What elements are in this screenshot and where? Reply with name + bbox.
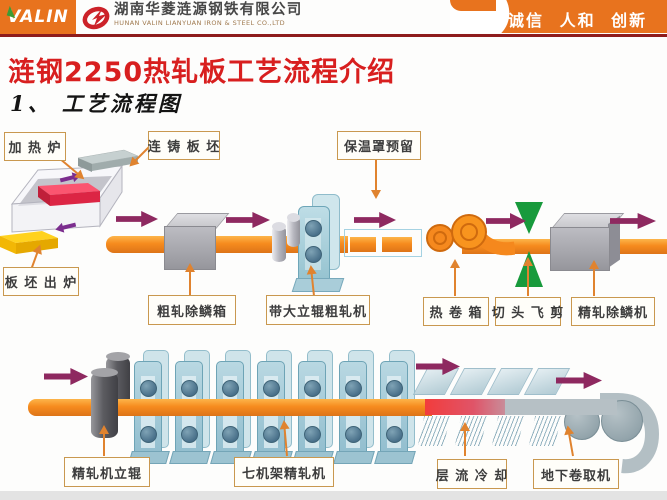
valin-logo: VALIN	[0, 0, 76, 34]
pointer-arrow	[567, 428, 574, 457]
edger-roll-silver	[272, 222, 286, 262]
header-divider	[0, 34, 667, 37]
pointer-arrow	[588, 260, 599, 296]
strip-bottom	[28, 399, 432, 416]
finish-descaler-box	[550, 227, 610, 271]
pointer-arrow	[459, 422, 470, 456]
slogan-banner: 诚信 人和 创新	[450, 0, 667, 33]
company-emblem-icon	[82, 3, 110, 31]
insulation-hood-zone	[344, 229, 422, 257]
coil-box-graphic	[423, 206, 517, 262]
water-spray	[491, 416, 525, 446]
section-heading: 1、 工艺流程图	[10, 91, 182, 116]
furnace-graphic	[4, 164, 130, 258]
strip-cooling-red	[425, 399, 513, 415]
slogan-text: 诚信 人和 创新	[508, 11, 648, 30]
label-insulation-hood: 保温罩预留	[337, 131, 421, 160]
water-spray	[417, 416, 451, 446]
company-name-cn: 湖南华菱涟源钢铁有限公司	[114, 2, 303, 18]
pointer-arrow	[98, 425, 109, 456]
pointer-arrow	[449, 259, 460, 296]
label-rough-descaling-box: 粗轧除鳞箱	[148, 295, 236, 325]
flow-arrow	[44, 368, 88, 385]
water-spray	[528, 416, 562, 446]
flow-arrow	[354, 212, 396, 228]
strip-cooled-gray	[505, 399, 617, 415]
label-slab-discharge: 板 坯 出 炉	[3, 267, 79, 296]
page-title: 涟钢2250热轧板工艺流程介绍	[8, 57, 396, 88]
rough-mill-stand	[291, 194, 350, 294]
label-finish-mill-edger: 精轧机立辊	[64, 457, 150, 487]
flow-arrow	[226, 212, 270, 228]
strip-segment	[350, 237, 376, 252]
strip-segment	[382, 237, 412, 252]
label-finish-descaler: 精轧除鳞机	[571, 297, 655, 326]
label-heating-furnace: 加 热 炉	[4, 132, 66, 161]
slide-bottom-edge	[0, 491, 667, 500]
valin-logo-text: VALIN	[7, 7, 69, 27]
label-rough-mill: 带大立辊粗轧机	[266, 295, 370, 325]
company-name-block: 湖南华菱涟源钢铁有限公司 HUNAN VALIN LIANYUAN IRON &…	[114, 2, 303, 28]
label-casting-slab: 连 铸 板 坯	[148, 131, 220, 160]
pointer-arrow	[522, 257, 533, 296]
label-seven-stand-mill: 七机架精轧机	[234, 457, 334, 487]
banner-shape	[478, 0, 667, 33]
company-name-en: HUNAN VALIN LIANYUAN IRON & STEEL CO.,LT…	[114, 19, 286, 28]
pointer-arrow	[370, 160, 381, 199]
label-crop-shear: 切 头 飞 剪	[492, 297, 563, 326]
edger-roll-silver	[287, 213, 300, 247]
slab-discharge-graphic	[0, 228, 64, 262]
pointer-arrow	[184, 263, 195, 296]
rough-descaler-box	[164, 226, 216, 270]
label-downcoiler: 地下卷取机	[533, 459, 619, 489]
label-coil-box: 热 卷 箱	[423, 297, 489, 326]
banner-swoosh-tail	[450, 0, 496, 11]
label-laminar-cooling: 层 流 冷 却	[436, 459, 507, 489]
